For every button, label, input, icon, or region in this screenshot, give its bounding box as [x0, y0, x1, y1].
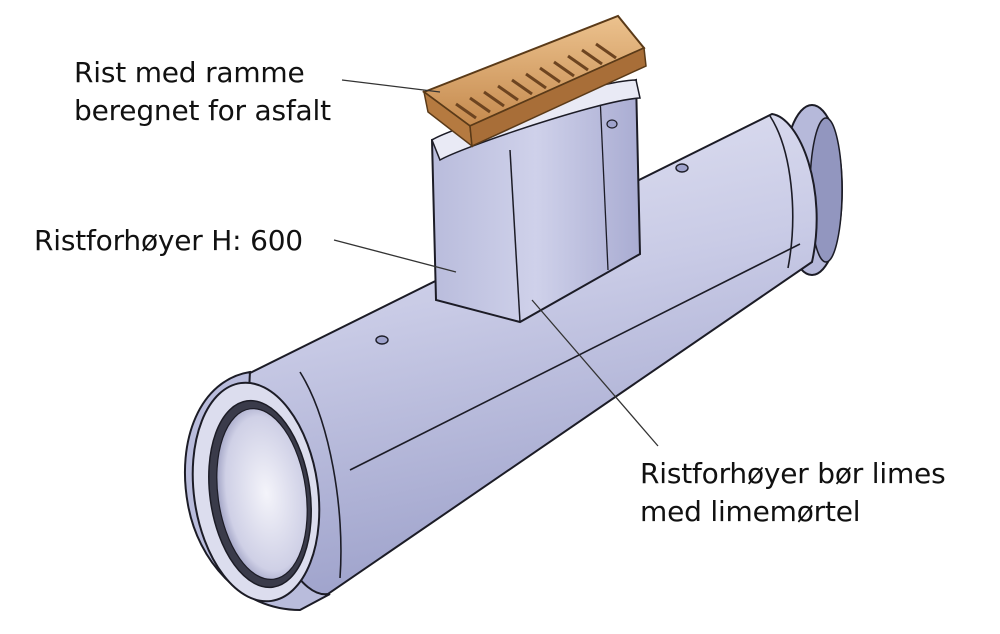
label-grate: Rist med ramme beregnet for asfalt — [74, 54, 331, 130]
label-grate-line2: beregnet for asfalt — [74, 94, 331, 127]
label-glue-line2: med limemørtel — [640, 495, 861, 528]
label-riser: Ristforhøyer H: 600 — [34, 222, 303, 260]
grate-frame — [421, 14, 647, 148]
leader-riser — [333, 239, 457, 273]
leader-lines — [333, 79, 659, 447]
label-riser-text: Ristforhøyer H: 600 — [34, 224, 303, 257]
pipe-left-end — [184, 370, 331, 612]
pipe-seams — [299, 115, 801, 579]
leader-grate — [341, 79, 441, 93]
label-glue-line1: Ristforhøyer bør limes — [640, 457, 946, 490]
leader-glue — [531, 299, 659, 447]
label-grate-line1: Rist med ramme — [74, 56, 305, 89]
pipe-holes — [375, 163, 689, 345]
label-glue: Ristforhøyer bør limes med limemørtel — [640, 455, 946, 531]
